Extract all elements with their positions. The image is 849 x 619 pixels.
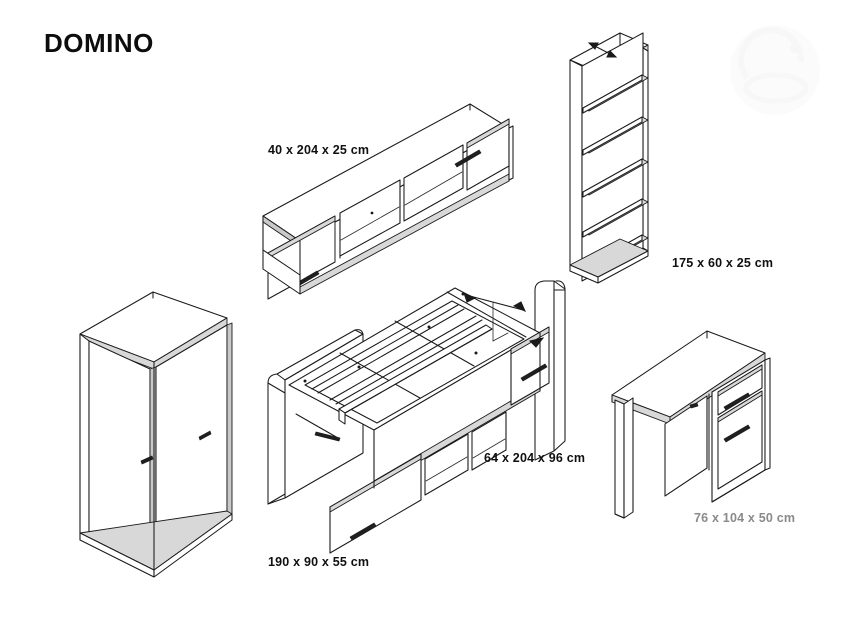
direction-arrow-icon — [529, 337, 545, 348]
watermark-logo — [730, 25, 820, 115]
wall-unit-dimensions-label: 40 x 204 x 25 cm — [268, 143, 370, 157]
bookcase-drawing — [569, 32, 649, 284]
bed-dimensions-label: 64 x 204 x 96 cm — [484, 451, 586, 465]
bookcase-dimensions-label: 175 x 60 x 25 cm — [672, 256, 774, 270]
desk-drawing — [611, 330, 771, 519]
page-title: DOMINO — [44, 28, 154, 58]
wall-unit-drawing — [262, 103, 514, 300]
bed-drawing — [267, 280, 566, 554]
wardrobe-drawing — [79, 291, 233, 578]
depth-arrow-icon — [587, 42, 618, 58]
wardrobe-dimensions-label: 190 x 90 x 55 cm — [268, 555, 370, 569]
assembly-arrow-icon — [463, 292, 526, 342]
desk-dimensions-label: 76 x 104 x 50 cm — [694, 511, 796, 525]
